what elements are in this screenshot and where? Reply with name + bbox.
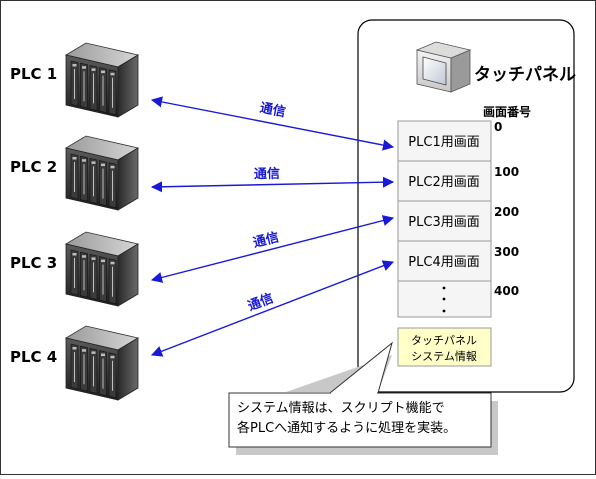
screen-cell [397, 160, 492, 202]
screen-row: PLC4用画面 300 [397, 240, 519, 282]
plc-label: PLC 3 [10, 254, 57, 272]
plc-label: PLC 1 [10, 65, 57, 83]
screen-label: PLC3用画面 [408, 215, 479, 230]
callout-line2: 各PLCへ通知するように処理を実装。 [237, 420, 456, 436]
ellipsis-dot [442, 286, 446, 290]
system-info-box [397, 327, 492, 367]
ellipsis-dot [442, 297, 446, 301]
screen-cell [397, 200, 492, 242]
screen-number-400: 400 [494, 284, 519, 298]
plc-device: PLC 2 [10, 135, 140, 211]
ellipsis-dot [442, 309, 446, 313]
plc-label: PLC 4 [10, 348, 57, 366]
system-info-line1: タッチパネル [411, 334, 477, 347]
screen-row: PLC3用画面 200 [397, 200, 519, 242]
server-rack-icon [64, 325, 140, 401]
screen-number-header: 画面番号 [483, 104, 531, 119]
communication-arrow: 通信 [150, 166, 395, 193]
screen-cell [397, 120, 492, 162]
communication-arrow: 通信 [150, 96, 395, 151]
screen-number: 100 [494, 165, 519, 179]
plc-group: PLC 1 PLC 2 PLC 3 PLC 4 [10, 42, 140, 401]
arrow-label: 通信 [251, 229, 280, 251]
screen-label: PLC4用画面 [408, 255, 479, 270]
callout-line1: システム情報は、スクリプト機能で [237, 401, 445, 416]
arrow-label: 通信 [258, 100, 287, 121]
screen-number: 300 [494, 245, 519, 259]
callout-box [228, 392, 492, 448]
arrow-line [150, 96, 395, 151]
monitor-icon [415, 41, 472, 93]
screen-row: PLC2用画面 100 [397, 160, 519, 202]
plc-device: PLC 3 [10, 231, 140, 307]
plc-device: PLC 4 [10, 325, 140, 401]
system-info-line2: システム情報 [411, 350, 477, 363]
touch-panel-title: タッチパネル [474, 65, 576, 85]
plc-device: PLC 1 [10, 42, 140, 118]
screen-row: PLC1用画面 0 [397, 120, 502, 162]
screen-label: PLC2用画面 [408, 175, 479, 190]
server-rack-icon [64, 42, 140, 118]
screen-number: 0 [494, 120, 502, 134]
screen-number: 200 [494, 205, 519, 219]
screen-label: PLC1用画面 [408, 135, 479, 150]
plc-label: PLC 2 [10, 158, 57, 176]
arrow-line [150, 176, 395, 193]
arrow-label: 通信 [254, 166, 280, 182]
server-rack-icon [64, 231, 140, 307]
arrow-line [150, 260, 395, 357]
server-rack-icon [64, 135, 140, 211]
